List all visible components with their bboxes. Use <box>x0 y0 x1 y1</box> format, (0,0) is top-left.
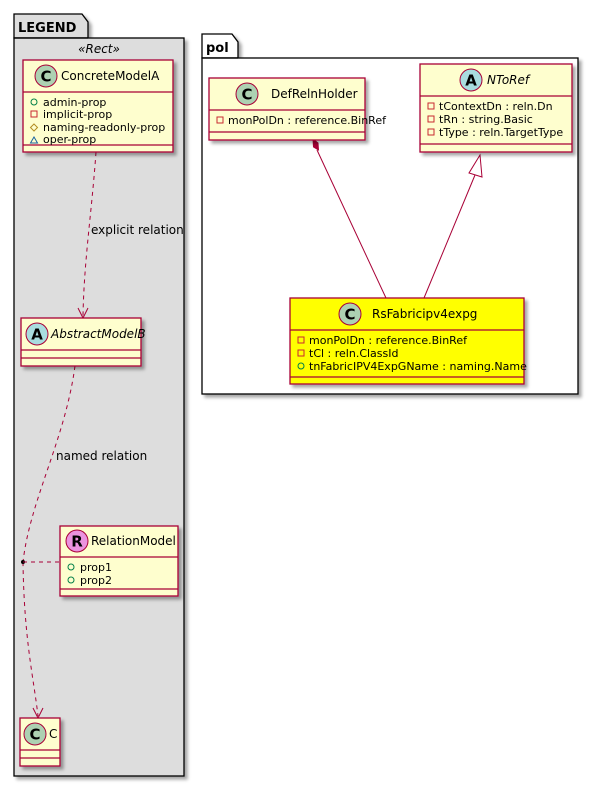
private-visibility-icon <box>297 349 305 357</box>
private-visibility-icon <box>427 102 435 110</box>
class-attribute: prop2 <box>80 574 112 587</box>
class-attribute: tRn : string.Basic <box>439 113 533 126</box>
abstract-badge-letter: A <box>465 72 477 90</box>
relation-badge-letter: R <box>71 533 83 551</box>
class-attribute: prop1 <box>80 561 112 574</box>
public-visibility-icon <box>30 98 38 106</box>
class-badge-letter: C <box>29 726 40 744</box>
class-def-reln-holder[interactable]: C DefRelnHolder monPolDn : reference.Bin… <box>208 77 387 141</box>
private-visibility-icon <box>216 116 224 124</box>
class-badge <box>338 302 362 326</box>
private-visibility-icon <box>297 336 305 344</box>
class-attribute: admin-prop <box>43 96 106 109</box>
class-badge <box>235 82 259 106</box>
class-name: RelationModel <box>91 534 176 548</box>
legend-title: LEGEND <box>18 21 77 36</box>
class-concrete-model-a[interactable]: C ConcreteModelA admin-prop implicit-pro… <box>22 59 174 153</box>
class-name: NToRef <box>487 73 531 87</box>
class-attribute: monPolDn : reference.BinRef <box>228 114 387 127</box>
class-badge-letter: C <box>241 86 252 104</box>
explicit-relation-label: explicit relation <box>91 223 184 237</box>
abstract-badge-letter: A <box>31 326 43 344</box>
class-attribute: tType : reln.TargetType <box>439 126 563 139</box>
private-visibility-icon <box>30 110 38 118</box>
class-badge-letter: C <box>40 68 51 86</box>
abstract-badge <box>459 68 483 92</box>
class-attribute: tCl : reln.ClassId <box>309 347 399 360</box>
class-attribute: monPolDn : reference.BinRef <box>309 334 468 347</box>
class-name: DefRelnHolder <box>271 87 358 101</box>
legend-stereotype: «Rect» <box>78 42 120 56</box>
class-c[interactable]: C C <box>19 717 61 767</box>
class-attribute: oper-prop <box>43 133 96 146</box>
class-name: AbstractModelB <box>50 327 146 341</box>
class-badge-letter: C <box>344 306 355 324</box>
class-name: RsFabricipv4expg <box>372 307 477 321</box>
class-rs-fabricipv4expg[interactable]: C RsFabricipv4expg monPolDn : reference.… <box>289 297 527 385</box>
class-attribute: tContextDn : reln.Dn <box>439 100 553 113</box>
class-attribute: implicit-prop <box>43 108 112 121</box>
package-visibility-icon <box>29 136 39 144</box>
named-relation-label: named relation <box>56 449 147 463</box>
class-relation-model[interactable]: R RelationModel prop1 prop2 <box>59 525 179 597</box>
relation-badge <box>65 529 89 553</box>
class-attribute: tnFabricIPV4ExpGName : naming.Name <box>309 360 527 373</box>
private-visibility-icon <box>427 115 435 123</box>
class-n-to-ref[interactable]: A NToRef tContextDn : reln.Dn tRn : stri… <box>419 63 573 153</box>
composition-edge <box>312 137 387 299</box>
protected-visibility-icon <box>29 123 39 132</box>
class-name: C <box>49 727 57 741</box>
composition-diamond <box>312 137 320 151</box>
pol-title: pol <box>206 41 229 56</box>
generalization-arrowhead <box>468 153 483 178</box>
class-abstract-model-b[interactable]: A AbstractModelB <box>20 317 146 367</box>
class-attribute: naming-readonly-prop <box>43 121 165 134</box>
public-visibility-icon <box>297 362 305 370</box>
class-badge <box>34 64 58 88</box>
class-badge <box>23 722 47 746</box>
public-visibility-icon <box>67 563 75 571</box>
generalization-edge <box>423 153 483 299</box>
private-visibility-icon <box>427 128 435 136</box>
package-legend: LEGEND «Rect» <box>13 13 185 777</box>
abstract-badge <box>25 322 49 346</box>
public-visibility-icon <box>67 576 75 584</box>
explicit-relation-edge: explicit relation <box>77 151 184 320</box>
class-name: ConcreteModelA <box>61 69 160 83</box>
